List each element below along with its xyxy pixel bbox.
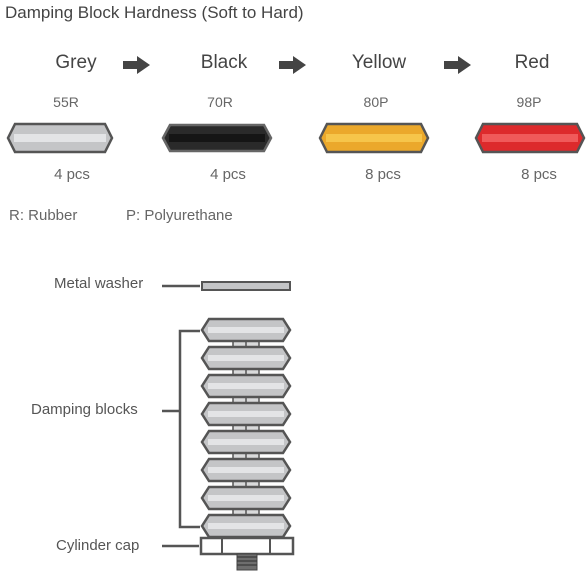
black-block	[161, 123, 273, 153]
grey-block-stripe	[14, 134, 106, 142]
damping-block-stripe	[208, 467, 284, 473]
grey-label: Grey	[55, 52, 97, 73]
damping-blocks-label: Damping blocks	[31, 401, 138, 418]
damping-block-stripe	[208, 523, 284, 529]
cylinder-cap-label: Cylinder cap	[56, 537, 140, 554]
red-grade: 98P	[516, 94, 542, 110]
red-count: 8 pcs	[521, 166, 557, 183]
grey-block	[6, 122, 114, 154]
black-block-stripe	[169, 134, 265, 142]
yellow-count: 8 pcs	[365, 166, 401, 183]
damping-blocks-bracket	[178, 329, 200, 529]
black-grade: 70R	[207, 94, 233, 110]
metal-washer	[201, 281, 291, 291]
arrow-right-icon	[123, 56, 150, 74]
arrow-right-icon	[444, 56, 471, 74]
damping-block-stripe	[208, 439, 284, 445]
damping-block-stripe	[208, 411, 284, 417]
red-block-stripe	[482, 134, 578, 142]
red-block	[474, 122, 586, 154]
black-label: Black	[200, 52, 248, 73]
cylinder-cap	[199, 536, 295, 556]
diagram-title: Damping Block Hardness (Soft to Hard)	[5, 3, 304, 22]
damping-block-stripe	[208, 327, 284, 333]
damping-block-stripe	[208, 383, 284, 389]
damping-block-stripe	[208, 355, 284, 361]
grey-count: 4 pcs	[54, 166, 90, 183]
legend-rubber: R: Rubber	[9, 207, 78, 224]
red-label: Red	[514, 52, 550, 73]
yellow-label: Yellow	[351, 52, 407, 73]
threaded-stud	[236, 553, 258, 571]
yellow-block	[318, 122, 430, 154]
grey-grade: 55R	[53, 94, 79, 110]
yellow-grade: 80P	[363, 94, 389, 110]
legend-polyurethane: P: Polyurethane	[126, 207, 233, 224]
black-count: 4 pcs	[210, 166, 246, 183]
metal-washer-label: Metal washer	[54, 275, 144, 292]
yellow-block-stripe	[326, 134, 422, 142]
arrow-right-icon	[279, 56, 306, 74]
damping-block-stripe	[208, 495, 284, 501]
